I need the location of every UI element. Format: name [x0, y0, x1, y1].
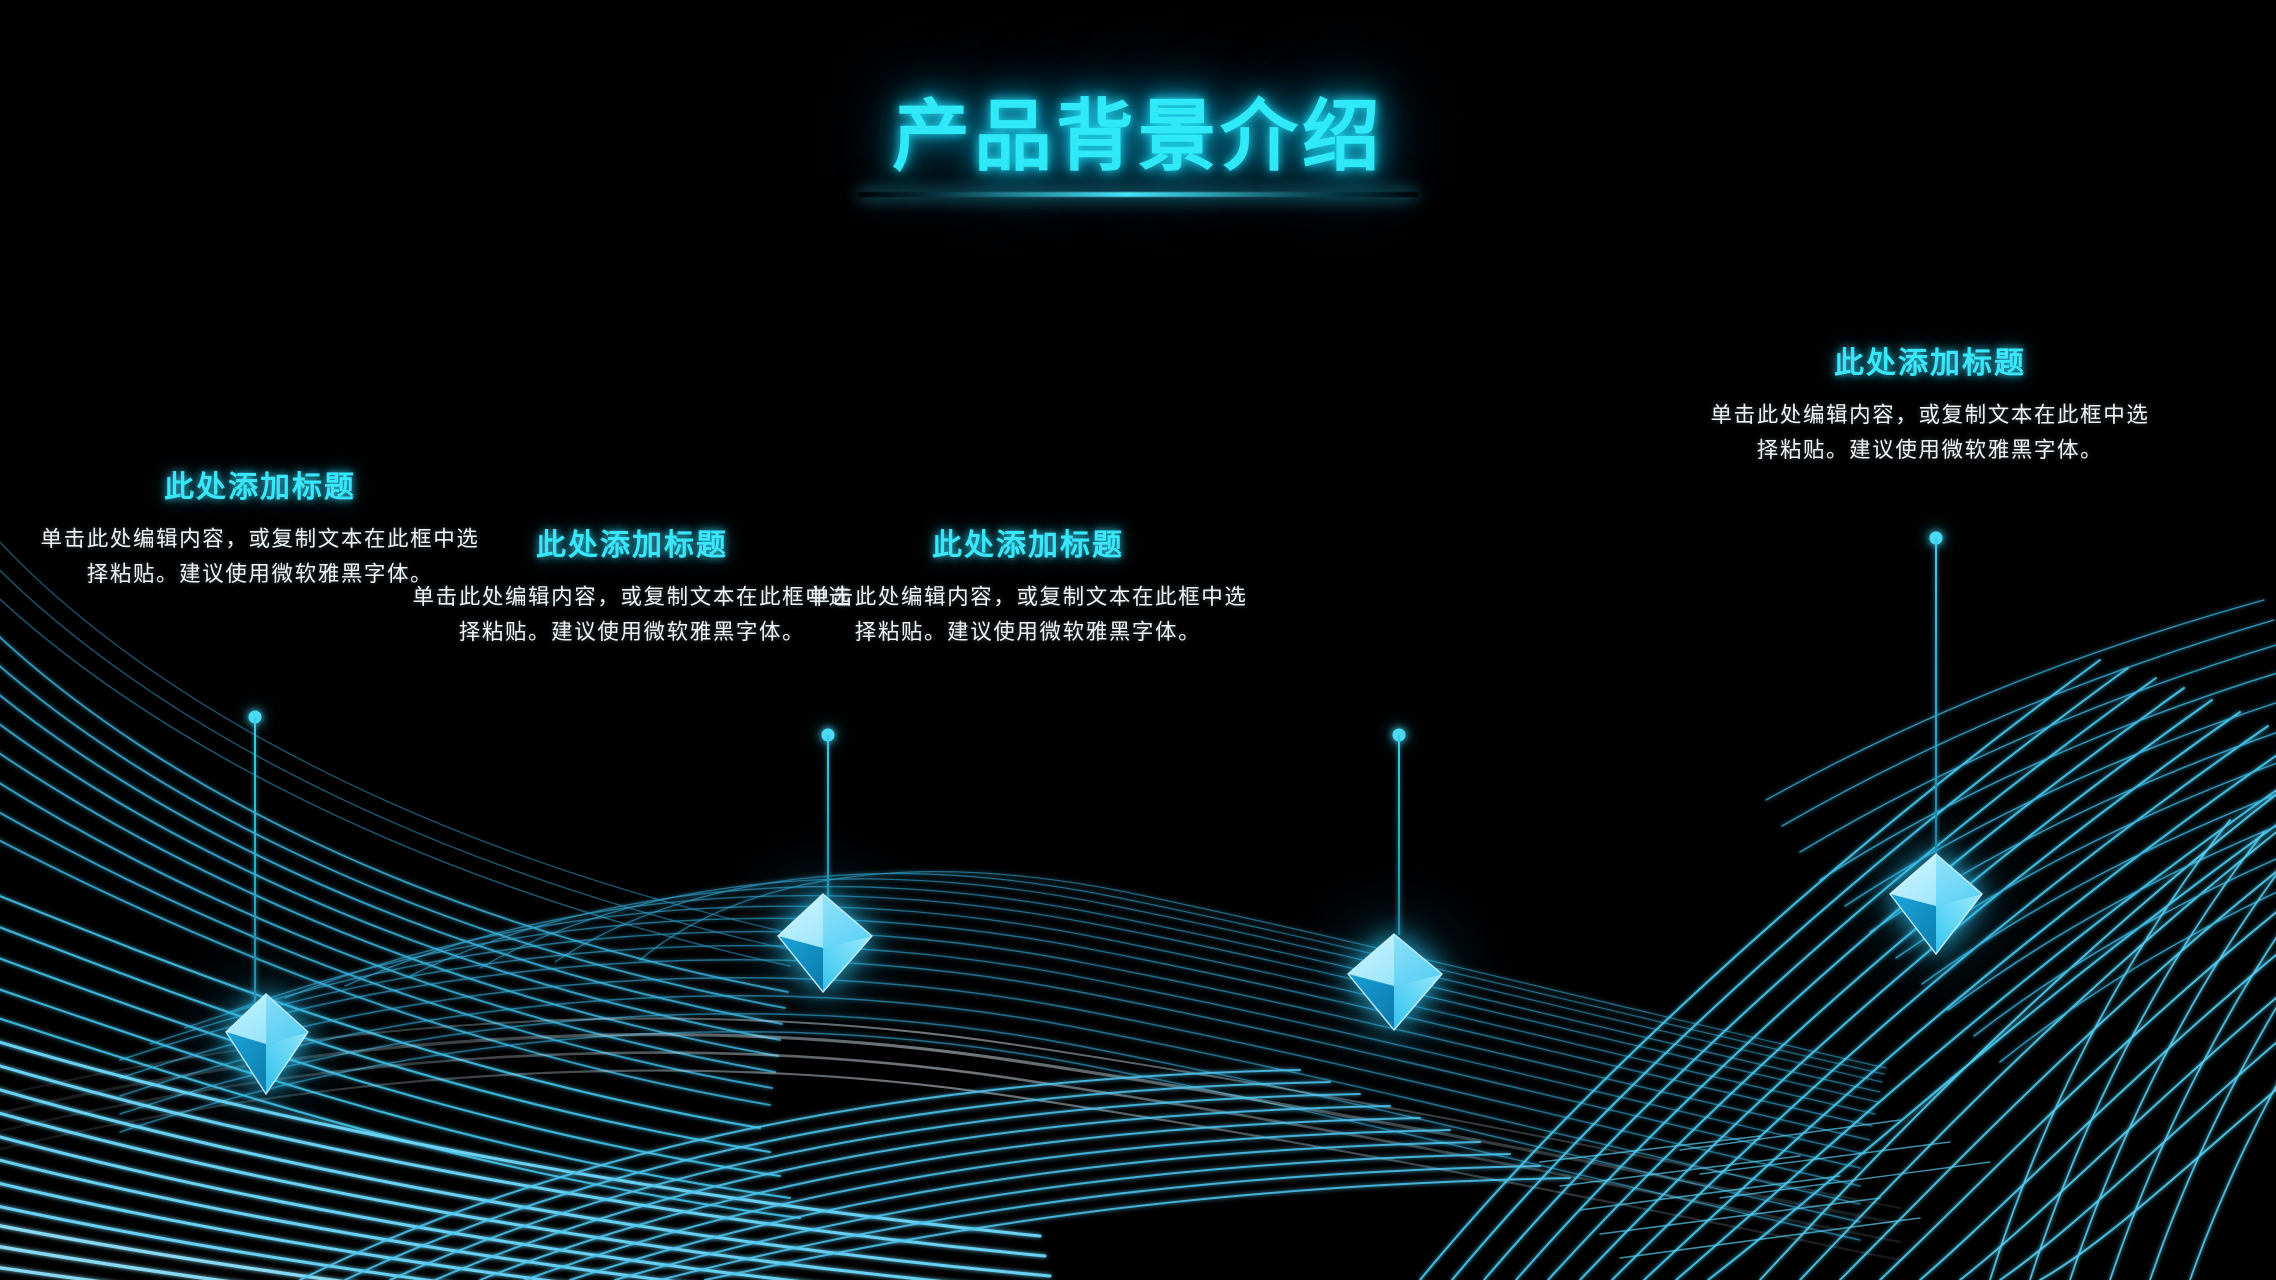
diamond-crystal-icon-2[interactable]: [768, 888, 878, 998]
title-underline-glow-icon: [858, 191, 1418, 197]
callout-body-2: 单击此处编辑内容，或复制文本在此框中选择粘贴。建议使用微软雅黑字体。: [412, 585, 852, 644]
connector-stem-3: [1398, 735, 1400, 935]
callout-block-1[interactable]: 此处添加标题 单击此处编辑内容，或复制文本在此框中选择粘贴。建议使用微软雅黑字体…: [40, 462, 480, 592]
connector-line-icon-2: [821, 728, 835, 915]
connector-stem-2: [827, 735, 829, 915]
page-title: 产品背景介绍: [891, 92, 1384, 180]
callout-body-1: 单击此处编辑内容，或复制文本在此框中选择粘贴。建议使用微软雅黑字体。: [40, 527, 480, 586]
connector-line-icon-1: [248, 710, 262, 1017]
page-title-block: 产品背景介绍: [0, 92, 2276, 197]
callout-heading-3: 此处添加标题: [932, 529, 1124, 562]
callout-block-4[interactable]: 此处添加标题 单击此处编辑内容，或复制文本在此框中选择粘贴。建议使用微软雅黑字体…: [1710, 338, 2150, 468]
connector-line-icon-4: [1929, 531, 1943, 858]
callout-block-3[interactable]: 此处添加标题 单击此处编辑内容，或复制文本在此框中选择粘贴。建议使用微软雅黑字体…: [808, 520, 1248, 650]
diamond-crystal-icon-4[interactable]: [1884, 848, 1988, 960]
callout-body-3: 单击此处编辑内容，或复制文本在此框中选择粘贴。建议使用微软雅黑字体。: [808, 585, 1248, 644]
diamond-crystal-icon-1[interactable]: [218, 988, 314, 1100]
connector-stem-4: [1935, 538, 1937, 858]
callout-heading-2: 此处添加标题: [536, 529, 728, 562]
callout-body-4: 单击此处编辑内容，或复制文本在此框中选择粘贴。建议使用微软雅黑字体。: [1710, 403, 2150, 462]
diamond-crystal-icon-3[interactable]: [1340, 928, 1448, 1036]
callout-heading-1: 此处添加标题: [164, 471, 356, 504]
callout-block-2[interactable]: 此处添加标题 单击此处编辑内容，或复制文本在此框中选择粘贴。建议使用微软雅黑字体…: [412, 520, 852, 650]
connector-line-icon-3: [1392, 728, 1406, 935]
connector-stem-1: [254, 717, 256, 1017]
callout-heading-4: 此处添加标题: [1834, 347, 2026, 380]
